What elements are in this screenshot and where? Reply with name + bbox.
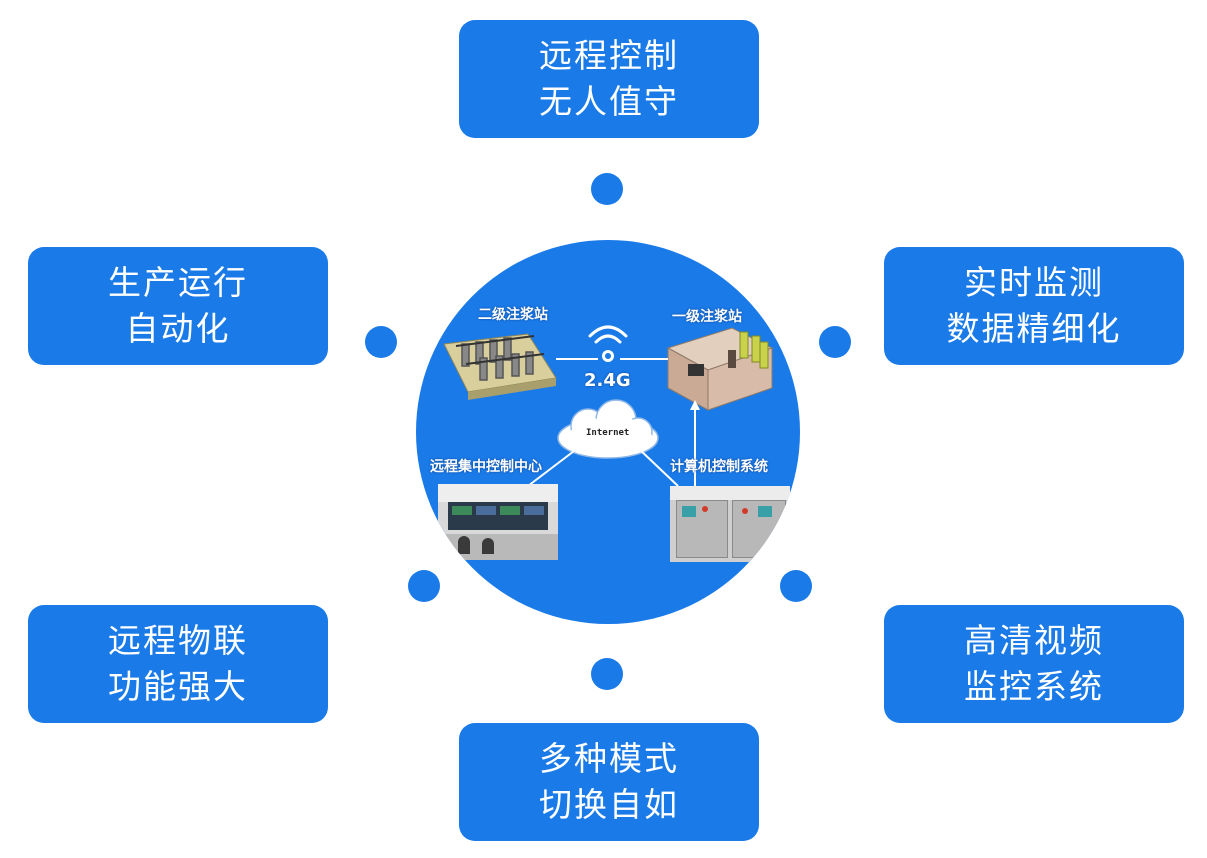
feature-box-hd-video: 高清视频 监控系统	[884, 605, 1184, 723]
control-center-photo	[438, 484, 558, 560]
feature-line: 实时监测	[964, 263, 1104, 302]
feature-box-remote-control: 远程控制 无人值守	[459, 20, 759, 138]
wireless-label: 2.4G	[584, 370, 631, 391]
feature-line: 生产运行	[108, 263, 248, 302]
feature-box-realtime-monitoring: 实时监测 数据精细化	[884, 247, 1184, 365]
feature-box-mode-switching: 多种模式 切换自如	[459, 723, 759, 841]
feature-line: 切换自如	[539, 785, 679, 824]
connector-dot-left-lower	[408, 570, 440, 602]
primary-station-illustration	[666, 327, 774, 411]
computer-system-photo	[670, 486, 790, 562]
secondary-station-label: 二级注浆站	[478, 307, 548, 323]
internet-label: Internet	[586, 428, 630, 438]
computer-system-label: 计算机控制系统	[670, 459, 768, 475]
link-cloud-to-center	[527, 447, 579, 487]
connector-dot-top	[591, 173, 623, 205]
feature-line: 功能强大	[108, 667, 248, 706]
connector-dot-right-upper	[819, 326, 851, 358]
feature-line: 远程控制	[539, 36, 679, 75]
feature-line: 数据精细化	[946, 309, 1122, 348]
feature-line: 无人值守	[539, 82, 679, 121]
feature-line: 监控系统	[964, 667, 1104, 706]
feature-line: 高清视频	[964, 621, 1104, 660]
link-cloud-to-computer	[637, 447, 679, 487]
wifi-icon	[588, 325, 628, 344]
feature-line: 自动化	[125, 309, 231, 348]
secondary-station-illustration	[443, 333, 557, 400]
feature-line: 多种模式	[539, 739, 679, 778]
connector-dot-bottom	[591, 658, 623, 690]
feature-line: 远程物联	[108, 621, 248, 660]
connector-dot-right-lower	[780, 570, 812, 602]
feature-box-iot: 远程物联 功能强大	[28, 605, 328, 723]
cloud-icon	[557, 399, 659, 459]
feature-box-automation: 生产运行 自动化	[28, 247, 328, 365]
connector-dot-left-upper	[365, 326, 397, 358]
primary-station-label: 一级注浆站	[672, 309, 742, 325]
remote-center-label: 远程集中控制中心	[430, 459, 542, 475]
hub-illustration	[443, 325, 774, 487]
central-hub: 二级注浆站 一级注浆站 2.4G Internet 远程集中控制中心 计算机控制…	[416, 240, 800, 624]
